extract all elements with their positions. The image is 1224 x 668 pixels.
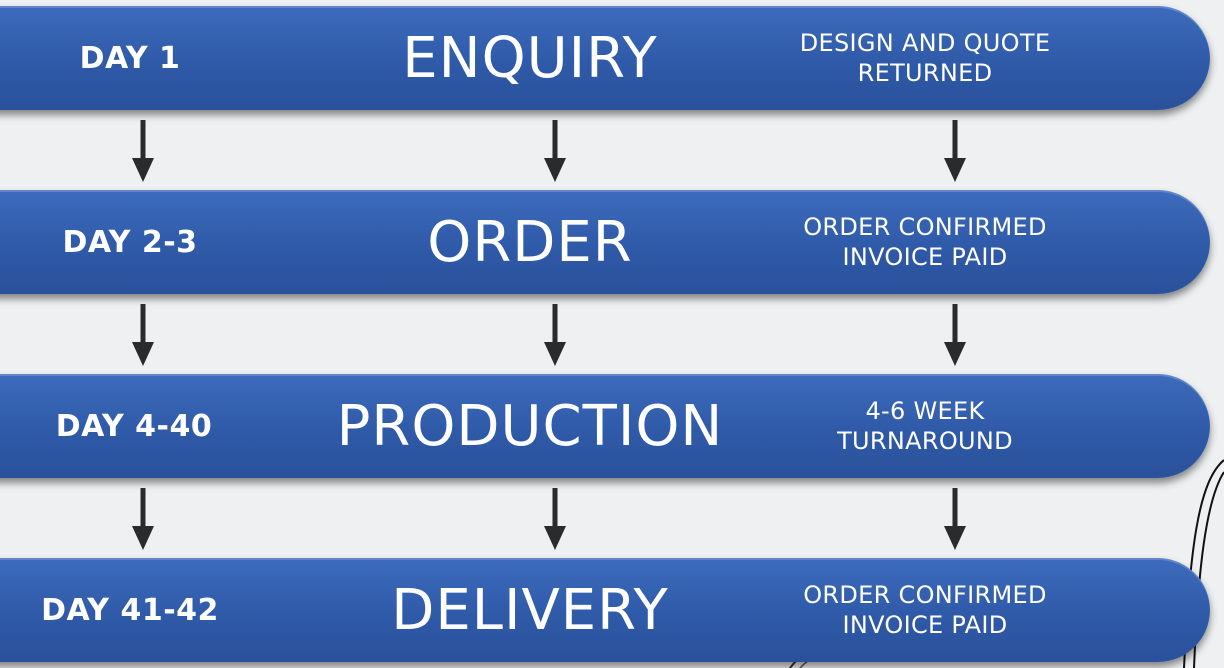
step-note-line: ORDER CONFIRMED [803, 213, 1047, 241]
step-production-band: DAY 4-40 PRODUCTION 4-6 WEEK TURNAROUND [0, 374, 1210, 478]
down-arrow-icon [944, 488, 966, 550]
step-note: ORDER CONFIRMED INVOICE PAID [735, 558, 1115, 662]
step-stage-title: DELIVERY [391, 577, 669, 643]
step-day-label: DAY 2-3 [62, 224, 198, 260]
down-arrow-icon [544, 304, 566, 366]
step-stage-title: ENQUIRY [402, 25, 658, 91]
down-arrow-icon [544, 488, 566, 550]
down-arrow-icon [132, 488, 154, 550]
step-stage-title: ORDER [427, 209, 633, 275]
step-note-line: DESIGN AND QUOTE [799, 29, 1051, 57]
step-order-band: DAY 2-3 ORDER ORDER CONFIRMED INVOICE PA… [0, 190, 1210, 294]
step-note-line: 4-6 WEEK [865, 397, 985, 425]
step-day-label: DAY 4-40 [55, 408, 213, 444]
step-stage-title: PRODUCTION [336, 393, 724, 459]
step-note: 4-6 WEEK TURNAROUND [755, 374, 1095, 478]
step-note-line: INVOICE PAID [842, 611, 1008, 639]
step-day-label: DAY 41-42 [41, 592, 219, 628]
down-arrow-icon [132, 120, 154, 182]
down-arrow-icon [944, 304, 966, 366]
down-arrow-icon [944, 120, 966, 182]
step-day-label: DAY 1 [79, 40, 181, 76]
down-arrow-icon [544, 120, 566, 182]
step-note-line: INVOICE PAID [842, 243, 1008, 271]
step-delivery-band: DAY 41-42 DELIVERY ORDER CONFIRMED INVOI… [0, 558, 1210, 662]
down-arrow-icon [132, 304, 154, 366]
step-note-line: ORDER CONFIRMED [803, 581, 1047, 609]
step-enquiry-band: DAY 1 ENQUIRY DESIGN AND QUOTE RETURNED [0, 6, 1210, 110]
step-note-line: RETURNED [857, 59, 993, 87]
step-note: DESIGN AND QUOTE RETURNED [735, 6, 1115, 110]
step-note: ORDER CONFIRMED INVOICE PAID [735, 190, 1115, 294]
step-note-line: TURNAROUND [837, 427, 1013, 455]
